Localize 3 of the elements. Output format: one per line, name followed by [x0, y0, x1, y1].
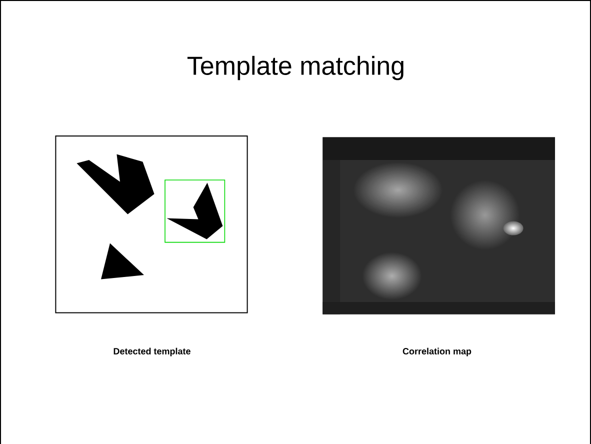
image-caption: Detected template — [114, 348, 190, 356]
image-caption: Correlation map — [402, 348, 472, 356]
title: Template matching — [187, 56, 404, 80]
